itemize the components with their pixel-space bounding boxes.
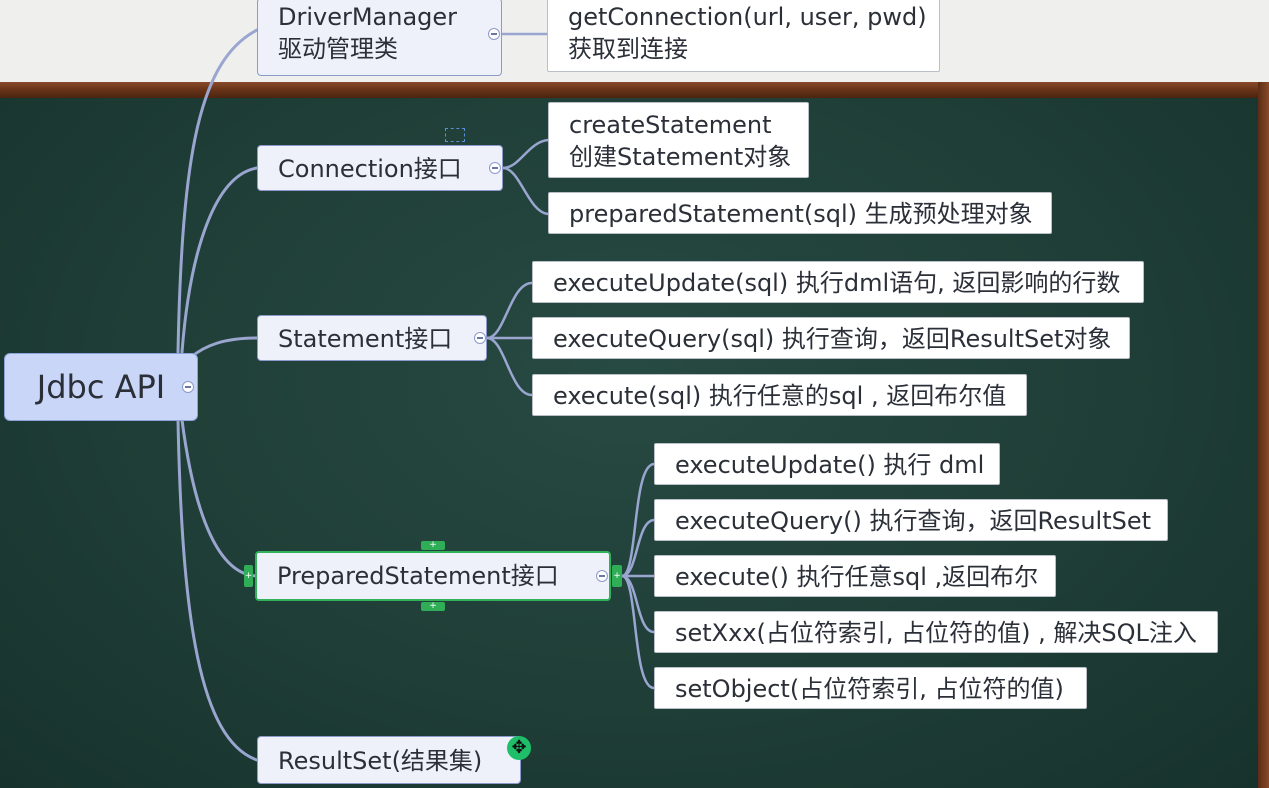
ps-child-execute[interactable]: execute() 执行任意sql ,返回布尔 [654,555,1056,597]
move-cursor-icon: ✥ [507,736,531,760]
collapse-minus-icon[interactable] [182,381,194,393]
drivermanager-label-line2: 驱动管理类 [278,35,398,63]
link-root-resultset [176,418,259,762]
link-ps-child2 [620,518,656,578]
statement-child-executeupdate[interactable]: executeUpdate(sql) 执行dml语句, 返回影响的行数 [532,261,1144,303]
root-label: Jdbc API [36,368,166,406]
collapse-minus-icon[interactable] [474,332,486,344]
ps-setxxx-text: setXxx(占位符索引, 占位符的值) , 解决SQL注入 [675,619,1197,647]
collapse-minus-icon[interactable] [596,570,608,582]
link-ps-child4 [620,574,656,634]
ps-child-executequery[interactable]: executeQuery() 执行查询，返回ResultSet [654,499,1168,541]
statement-child-executequery[interactable]: executeQuery(sql) 执行查询，返回ResultSet对象 [532,317,1130,359]
ps-executeupdate-text: executeUpdate() 执行 dml [675,451,985,479]
resultset-label: ResultSet(结果集) [278,747,483,775]
link-stmt-child1 [485,281,534,340]
ps-child-setxxx[interactable]: setXxx(占位符索引, 占位符的值) , 解决SQL注入 [654,611,1218,653]
statement-label: Statement接口 [278,325,453,353]
link-root-connection [180,166,259,354]
link-conn-child2 [501,166,550,216]
ps-executequery-text: executeQuery() 执行查询，返回ResultSet [675,507,1152,535]
connection-child-preparedstatement[interactable]: preparedStatement(sql) 生成预处理对象 [548,192,1052,234]
resultset-node[interactable]: ResultSet(结果集) [257,736,521,784]
ps-execute-text: execute() 执行任意sql ,返回布尔 [675,563,1039,591]
connection-node[interactable]: Connection接口 [257,145,503,191]
root-node[interactable]: Jdbc API [4,353,198,421]
statement-executequery-text: executeQuery(sql) 执行查询，返回ResultSet对象 [553,325,1112,353]
blackboard-frame-right [1258,82,1269,788]
ps-child-setobject[interactable]: setObject(占位符索引, 占位符的值) [654,667,1087,709]
link-root-prepared [180,418,259,578]
connection-child-createstatement[interactable]: createStatement 创建Statement对象 [548,102,809,178]
drivermanager-node[interactable]: DriverManager 驱动管理类 [257,0,502,76]
getconnection-line1: getConnection(url, user, pwd) [568,3,927,31]
link-stmt-child3 [485,336,534,397]
link-ps-child5 [620,574,656,690]
add-plus-icon[interactable]: + [421,602,445,611]
add-plus-icon[interactable]: + [421,541,445,550]
ps-setobject-text: setObject(占位符索引, 占位符的值) [675,675,1064,703]
connection-label: Connection接口 [278,155,462,183]
add-plus-icon[interactable]: + [612,565,622,587]
drivermanager-child-getconnection[interactable]: getConnection(url, user, pwd) 获取到连接 [547,0,940,72]
ps-child-executeupdate[interactable]: executeUpdate() 执行 dml [654,443,1000,485]
add-plus-icon[interactable]: + [244,565,253,587]
drivermanager-label-line1: DriverManager [278,3,458,31]
statement-child-execute[interactable]: execute(sql) 执行任意的sql , 返回布尔值 [532,374,1027,416]
statement-execute-text: execute(sql) 执行任意的sql , 返回布尔值 [553,382,1007,410]
statement-node[interactable]: Statement接口 [257,315,487,361]
preparedstatement-node[interactable]: PreparedStatement接口 [255,551,611,601]
link-conn-child1 [501,138,550,170]
link-ps-child1 [620,462,656,578]
collapse-minus-icon[interactable] [488,28,500,40]
blackboard-frame-top [0,82,1269,98]
collapse-minus-icon[interactable] [489,162,501,174]
preparedstatement-label: PreparedStatement接口 [277,562,559,590]
drop-target-indicator [445,128,465,142]
link-root-drivermanager [176,28,259,354]
link-root-statement [188,336,259,360]
createstatement-line2: 创建Statement对象 [569,143,792,171]
preparedstatement-method: preparedStatement(sql) 生成预处理对象 [569,200,1033,228]
getconnection-line2: 获取到连接 [568,35,688,63]
createstatement-line1: createStatement [569,111,772,139]
statement-executeupdate-text: executeUpdate(sql) 执行dml语句, 返回影响的行数 [553,269,1121,297]
